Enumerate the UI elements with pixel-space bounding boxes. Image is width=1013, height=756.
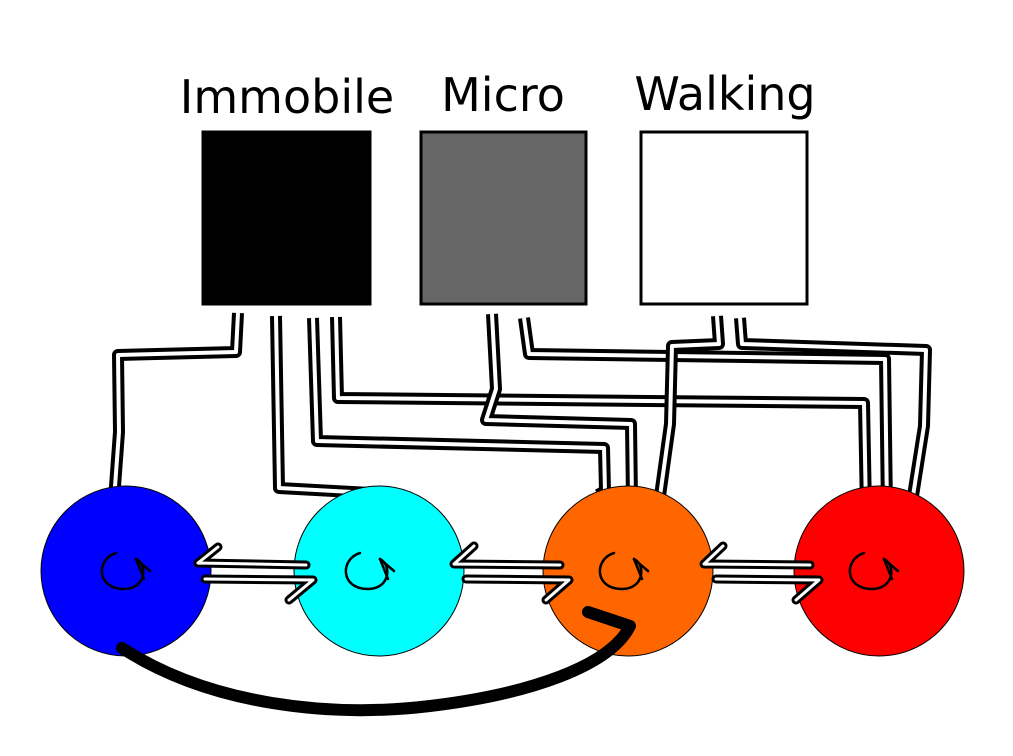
transition-state-2-to-state-1 bbox=[193, 542, 311, 570]
transition-state-1-to-state-3 bbox=[116, 606, 636, 717]
self-loop-icon-state-4 bbox=[848, 551, 900, 591]
self-loop-icon-state-3 bbox=[598, 551, 650, 591]
transition-state-2-to-state-3 bbox=[461, 574, 574, 605]
self-loop-icon-state-1 bbox=[100, 551, 152, 591]
observation-label-micro: Micro bbox=[441, 68, 565, 122]
emission-walking-to-state-4 bbox=[734, 317, 932, 516]
emission-micro-to-state-3 bbox=[480, 313, 638, 501]
self-loop-icon-state-2 bbox=[344, 551, 396, 591]
emission-micro-to-state-4 bbox=[518, 317, 893, 511]
observation-box-micro bbox=[419, 130, 588, 306]
state-circle-4 bbox=[793, 485, 965, 657]
emission-immobile-to-state-4 bbox=[330, 316, 872, 511]
transition-arrows bbox=[116, 541, 824, 717]
state-circle-2 bbox=[293, 485, 465, 657]
emission-connectors bbox=[108, 312, 932, 523]
observation-label-walking: Walking bbox=[634, 67, 815, 121]
emission-walking-to-state-3 bbox=[654, 315, 725, 497]
observation-label-immobile: Immobile bbox=[180, 70, 394, 124]
observation-box-immobile bbox=[201, 130, 372, 306]
transition-state-1-to-state-2 bbox=[200, 574, 318, 605]
state-circle-1 bbox=[40, 485, 212, 657]
transition-state-3-to-state-4 bbox=[711, 574, 824, 605]
transition-state-4-to-state-3 bbox=[699, 541, 815, 570]
observation-box-walking bbox=[639, 130, 809, 306]
transition-state-3-to-state-2 bbox=[449, 541, 565, 570]
emission-immobile-to-state-1 bbox=[108, 312, 244, 501]
emission-immobile-to-state-3 bbox=[307, 317, 611, 501]
